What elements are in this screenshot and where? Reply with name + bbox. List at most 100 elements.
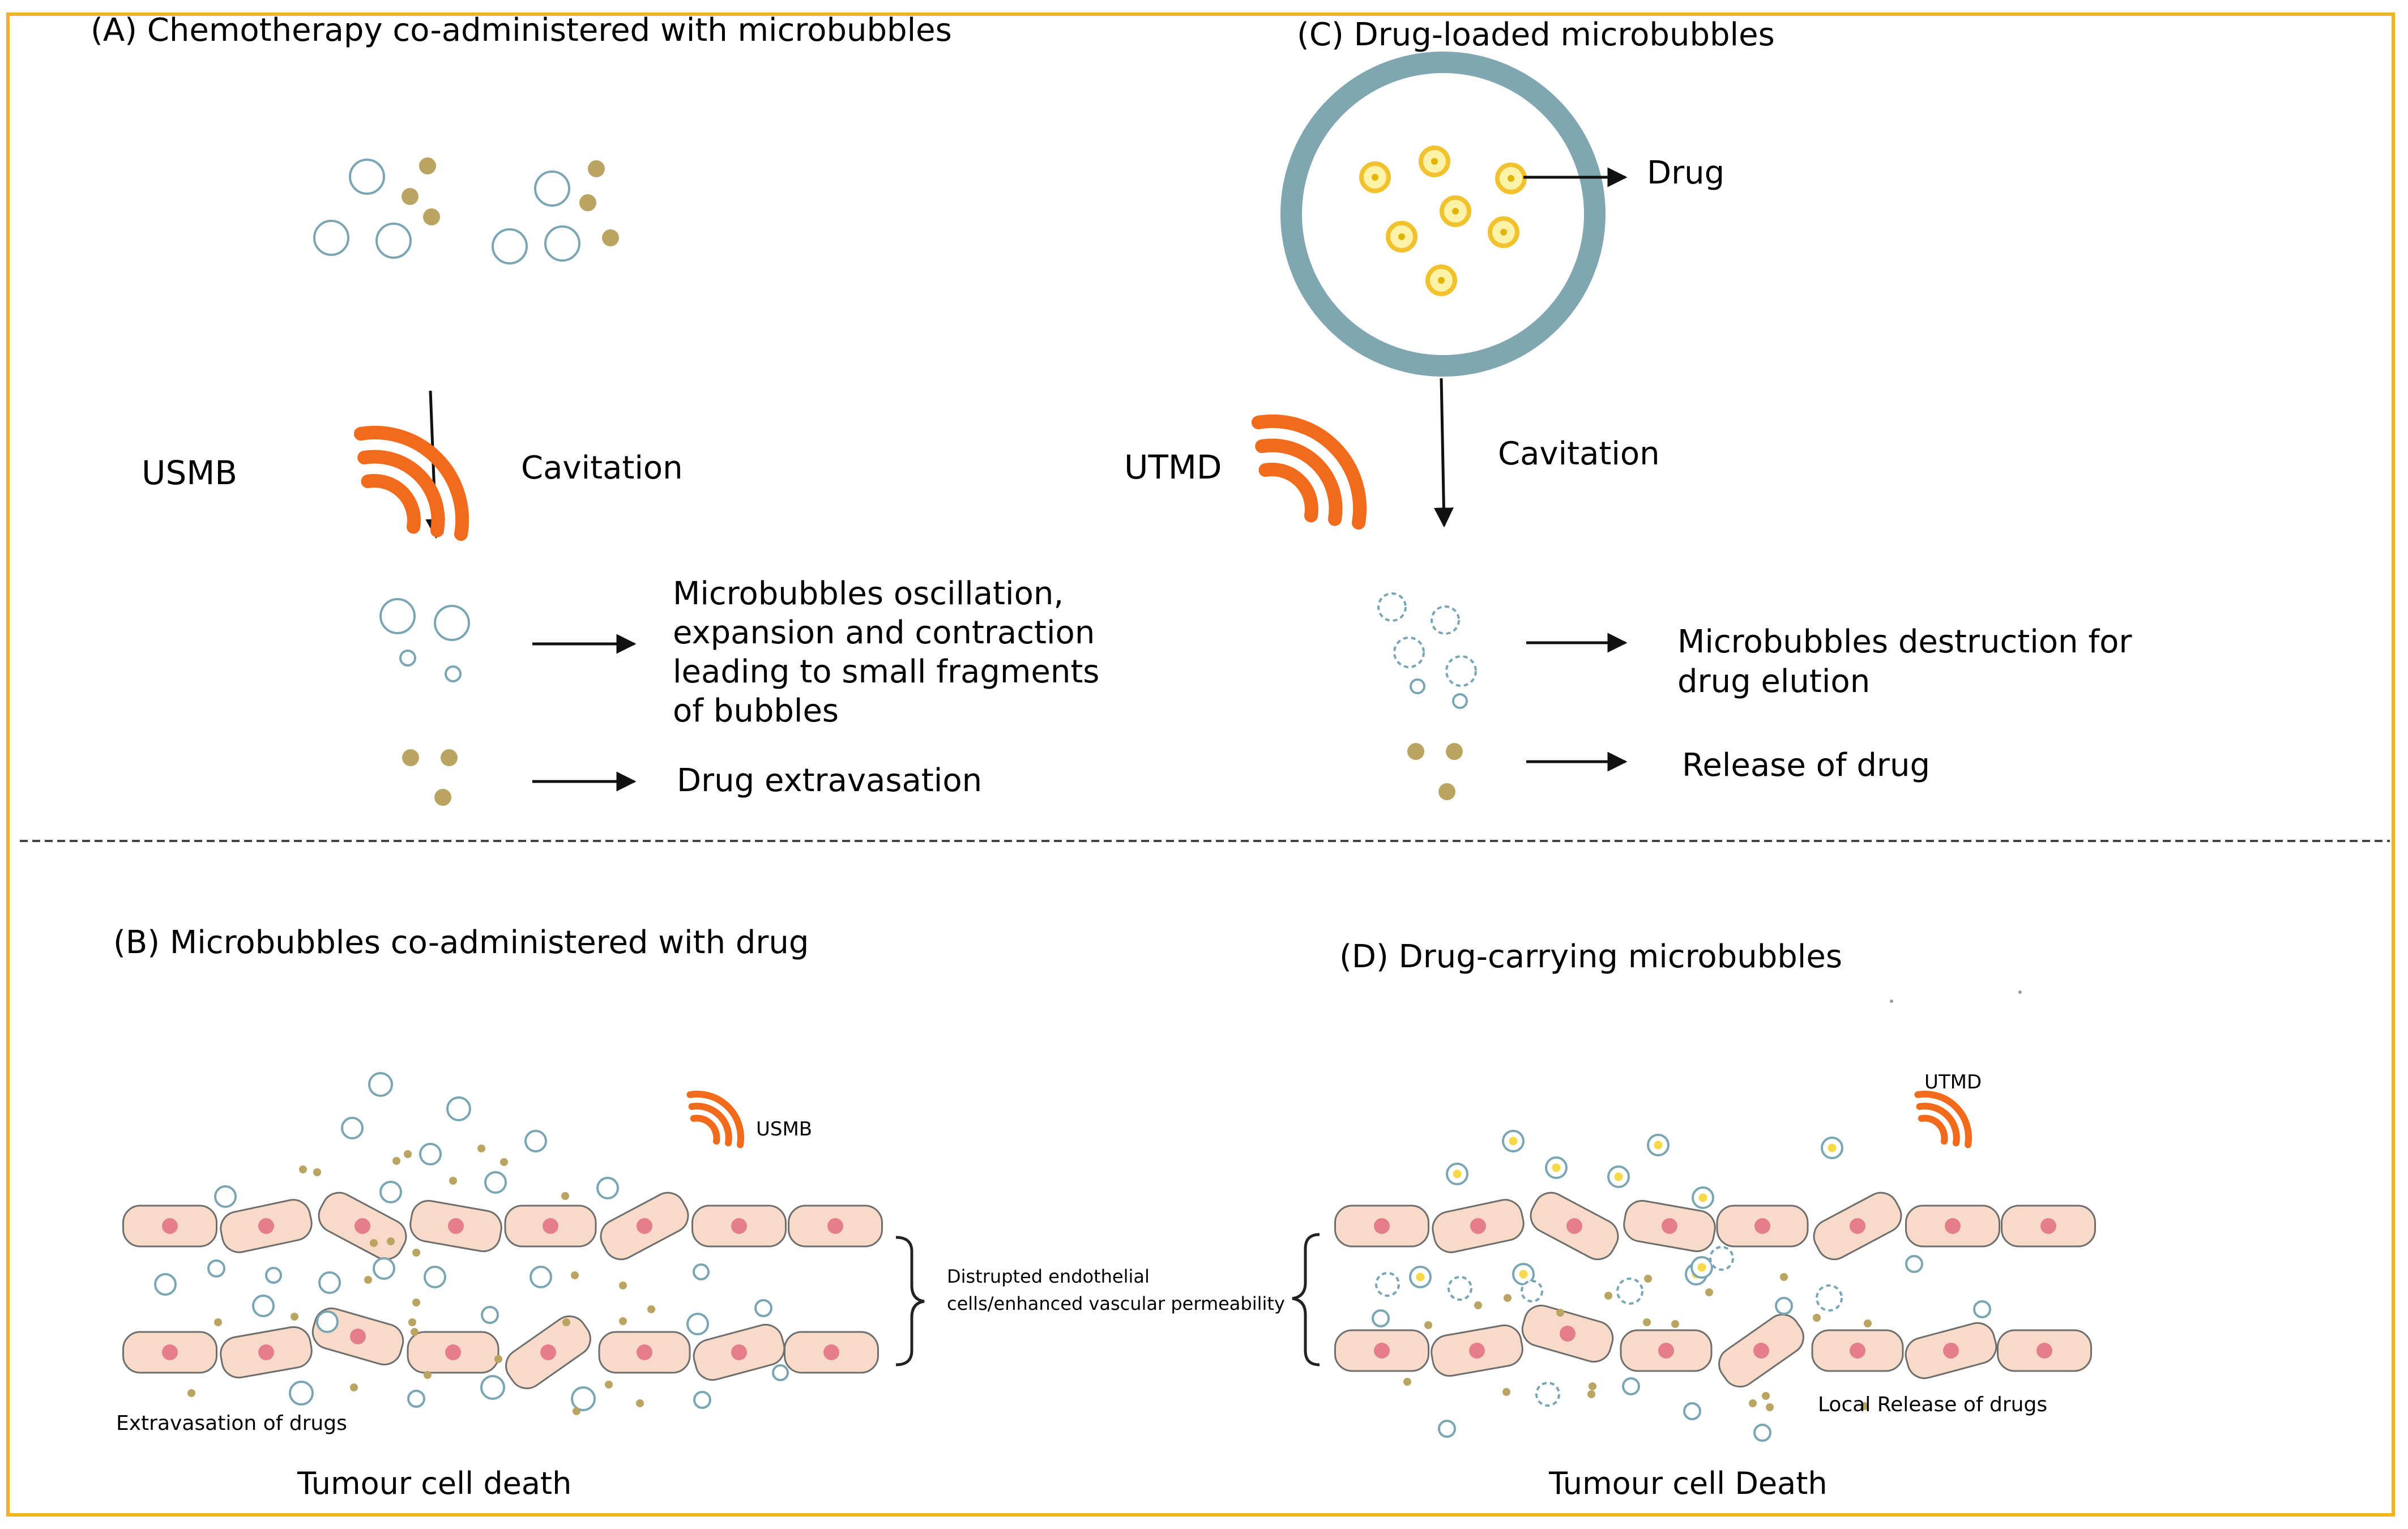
microbubble <box>484 1171 507 1194</box>
endothelial-cell <box>1718 1313 1804 1388</box>
panel-c <box>1251 52 1628 800</box>
drug-particle <box>408 1318 416 1326</box>
microbubble <box>1683 1402 1701 1420</box>
bracket-label-line-1: Distrupted endothelial <box>947 1266 1150 1287</box>
drug-particle <box>299 1165 307 1173</box>
cell-nucleus <box>1470 1218 1486 1234</box>
drug-particle <box>619 1317 627 1325</box>
drug-particle <box>411 1328 419 1336</box>
drug-particle <box>1643 1318 1651 1326</box>
fragmented-bubble <box>1448 1276 1472 1301</box>
fragmented-bubble <box>1521 1280 1543 1302</box>
microbubble <box>693 1391 711 1409</box>
drug-particle <box>423 208 440 225</box>
drug-core-center <box>1452 208 1459 215</box>
microbubble <box>207 1259 225 1278</box>
microbubble <box>1905 1255 1923 1273</box>
endothelial-cell <box>691 1205 787 1248</box>
microbubble <box>341 1117 364 1139</box>
usmb-label: USMB <box>142 454 237 492</box>
panel-b-title: (B) Microbubbles co-administered with dr… <box>113 924 809 961</box>
ultrasound-wave-arc <box>1918 1114 1948 1145</box>
drug-core <box>1614 1172 1623 1181</box>
fragmented-bubble <box>1816 1284 1843 1312</box>
endothelial-cells-b <box>122 1191 883 1390</box>
cell-nucleus <box>2036 1343 2052 1359</box>
drug-particle <box>1502 1388 1510 1396</box>
speck <box>1890 1000 1893 1003</box>
endothelial-cell <box>220 1199 313 1253</box>
cell-nucleus <box>162 1344 178 1360</box>
drug-particle <box>477 1144 485 1152</box>
endothelial-cell <box>409 1199 502 1253</box>
microbubble <box>379 1181 402 1203</box>
drug-particle <box>1604 1292 1612 1300</box>
drug-particle <box>561 1192 569 1200</box>
drug-particle <box>1671 1320 1679 1328</box>
utmd-wave-icon-small <box>1914 1090 1972 1148</box>
microbubble <box>492 228 528 264</box>
arrow-down-c <box>1433 378 1454 528</box>
drug-particle <box>1504 1294 1512 1302</box>
ultrasound-wave-arc <box>1255 438 1343 526</box>
cell-nucleus <box>731 1218 747 1234</box>
microbubble <box>289 1381 314 1406</box>
cell-nucleus <box>258 1344 274 1360</box>
cell-nucleus <box>448 1218 464 1234</box>
ultrasound-wave-arc <box>686 1090 745 1148</box>
microbubble <box>530 1266 552 1288</box>
drug-particle <box>313 1168 321 1176</box>
drug-particle <box>1589 1382 1596 1390</box>
cell-nucleus <box>1850 1218 1865 1234</box>
fragments-line-3: leading to small fragments <box>673 654 1099 690</box>
ultrasound-wave-arc <box>357 450 445 537</box>
cell-nucleus <box>540 1344 556 1360</box>
drug-core <box>1416 1272 1425 1282</box>
endothelial-cell <box>318 1191 407 1261</box>
fragment-bubbles-c <box>1377 592 1477 800</box>
cell-nucleus <box>1658 1343 1674 1359</box>
cell-nucleus <box>350 1329 366 1344</box>
cell-nucleus <box>637 1344 652 1360</box>
drug-particle <box>1587 1390 1595 1398</box>
drug-core-center <box>1372 174 1378 181</box>
fragmented-bubble <box>1709 1246 1734 1271</box>
microbubble <box>154 1273 177 1296</box>
endothelial-cell <box>598 1331 691 1374</box>
drug-particle <box>441 749 458 766</box>
microbubble <box>481 1306 499 1324</box>
endothelial-cell <box>505 1315 591 1390</box>
microbubble <box>265 1267 282 1284</box>
cell-nucleus <box>355 1218 370 1234</box>
utmd-wave-icon <box>1251 415 1367 530</box>
drug-particle <box>494 1355 502 1363</box>
microbubble <box>419 1143 442 1165</box>
endothelial-cell <box>122 1331 217 1374</box>
microbubble <box>375 223 412 259</box>
bubble-cluster-top-left <box>313 157 619 264</box>
speck <box>2018 990 2022 994</box>
ultrasound-wave-arc <box>353 426 469 541</box>
tumour-cell-death-b: Tumour cell death <box>297 1466 571 1501</box>
drug-core <box>1519 1270 1528 1279</box>
drug-particle <box>387 1237 395 1245</box>
ultrasound-wave-arc <box>1914 1090 1972 1148</box>
microbubble <box>446 1096 471 1121</box>
microbubble <box>399 650 416 667</box>
fragments-line-2: expansion and contraction <box>673 614 1095 651</box>
drug-particle <box>1474 1301 1482 1309</box>
drug-particle <box>1403 1378 1411 1386</box>
cell-nucleus <box>1566 1218 1582 1234</box>
microbubble <box>693 1263 710 1280</box>
microbubble <box>349 159 385 195</box>
cell-nucleus <box>445 1344 461 1360</box>
drug-core <box>1552 1163 1561 1172</box>
drug-core-center <box>1398 233 1405 240</box>
drug-particle <box>402 188 419 205</box>
drug-particle <box>1705 1288 1713 1296</box>
drug-particle <box>1864 1319 1872 1327</box>
drug-core <box>1697 1263 1706 1272</box>
fragments-line-1: Microbubbles oscillation, <box>673 575 1064 612</box>
drug-particle <box>636 1399 644 1407</box>
